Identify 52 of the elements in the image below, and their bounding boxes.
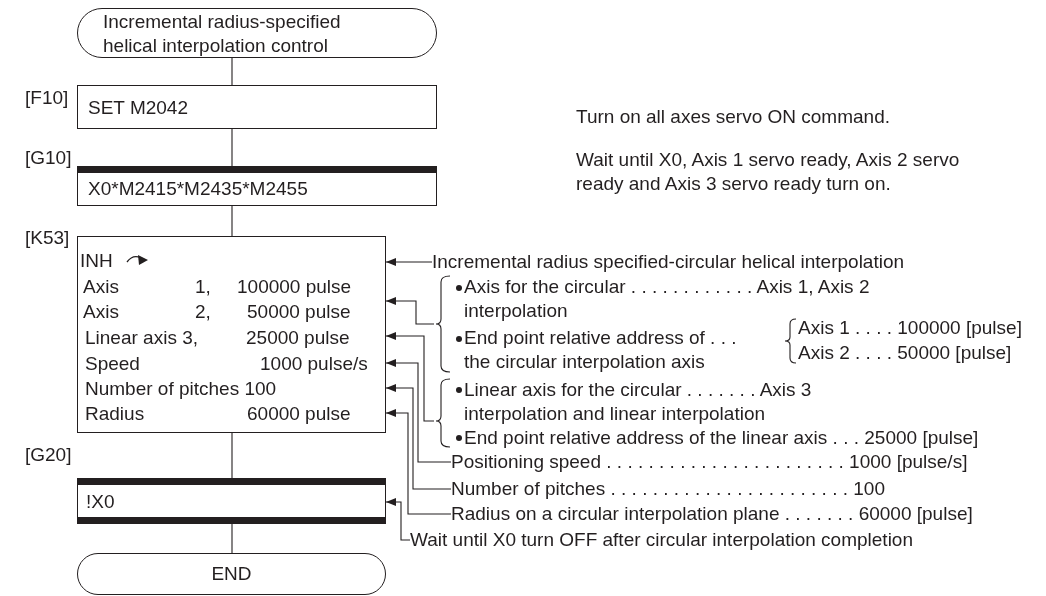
command-text: 2, xyxy=(195,300,211,324)
description-text: Turn on all axes servo ON command. xyxy=(576,105,890,129)
annotation-text: Incremental radius specified-circular helical interpolation xyxy=(432,250,905,274)
step-label: [F10] xyxy=(25,86,69,110)
step-label: [G20] xyxy=(25,443,72,467)
step-label: [G10] xyxy=(25,146,72,170)
command-text: Speed xyxy=(85,352,140,376)
description-text: Wait until X0, Axis 1 servo ready, Axis 2 servo ready and Axis 3 servo ready turn on. xyxy=(576,148,961,196)
leader-arrow xyxy=(385,384,452,490)
annotation-text: Positioning speed . . . . . . . . . . . . . . . . . . . . . . . 1000 [pulse/s] xyxy=(451,450,968,474)
annotation-text: Number of pitches . . . . . . . . . . . . . . . . . . . . . . . 100 xyxy=(451,477,885,501)
command-text: !X0 xyxy=(86,490,115,514)
command-text: Number of pitches 100 xyxy=(85,377,277,401)
flow-line xyxy=(231,205,233,237)
wait-box xyxy=(77,478,386,524)
flow-line xyxy=(231,523,233,554)
command-text: 25000 pulse xyxy=(246,326,350,350)
annotation-text: End point relative address of the linear axis . . . 25000 [pulse] xyxy=(464,426,979,450)
terminal-shape xyxy=(77,8,437,58)
leader-arrow xyxy=(385,498,411,541)
flow-line xyxy=(231,128,233,167)
annotation-text: Radius on a circular interpolation plane . . . . . . . 60000 [pulse] xyxy=(451,502,973,526)
command-text: 60000 pulse xyxy=(247,402,351,426)
process-box xyxy=(77,85,437,129)
command-text: Axis xyxy=(83,300,119,324)
flow-line xyxy=(231,57,233,86)
leader-arrow xyxy=(385,359,452,463)
leader-arrow xyxy=(385,258,433,266)
leader-arrow xyxy=(385,332,435,422)
command-text: 50000 pulse xyxy=(247,300,351,324)
flow-line xyxy=(231,432,233,479)
command-text: X0*M2415*M2435*M2455 xyxy=(88,177,308,201)
command-text: SET M2042 xyxy=(88,96,188,120)
leader-arrow xyxy=(385,409,452,515)
command-text: Axis xyxy=(83,275,119,299)
command-text: 100000 pulse xyxy=(237,275,352,299)
command-text: 1000 pulse/s xyxy=(260,352,368,376)
terminal-shape xyxy=(77,553,386,595)
leader-arrow xyxy=(385,297,435,325)
command-text: Radius xyxy=(85,402,145,426)
annotation-text: End point relative address of . . . the circular interpolation axis xyxy=(464,326,738,374)
annotation-text: Axis 2 . . . . 50000 [pulse] xyxy=(798,341,1012,365)
command-text: INH xyxy=(80,249,113,273)
step-label: [K53] xyxy=(25,226,70,250)
annotation-text: Linear axis for the circular . . . . . . . Axis 3 interpolation and linear interpolation xyxy=(464,378,813,426)
wait-box xyxy=(77,166,437,206)
command-text: Incremental radius-specified helical interpolation control xyxy=(103,10,342,58)
command-text: Linear axis 3, xyxy=(85,326,198,350)
annotation-text: Wait until X0 turn OFF after circular interpolation completion xyxy=(410,528,913,552)
command-text: 1, xyxy=(195,275,211,299)
process-box xyxy=(77,236,386,433)
command-text: END xyxy=(210,562,253,586)
